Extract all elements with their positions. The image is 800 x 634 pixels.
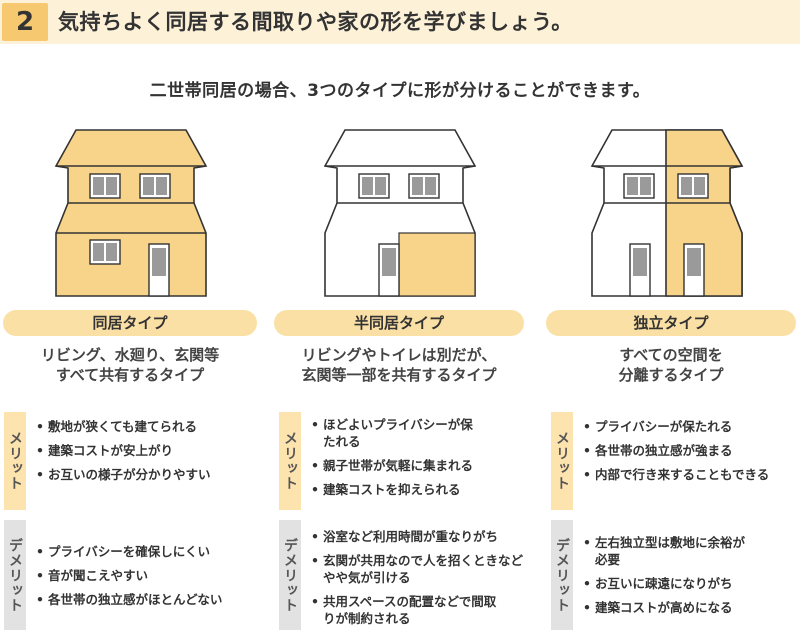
list-item: お互いの様子が分かりやすい — [34, 466, 259, 483]
list-item: 左右独立型は敷地に余裕が必要 — [581, 534, 751, 568]
list-item: 親子世帯が気軽に集まれる — [309, 457, 479, 474]
header-bar: 2 気持ちよく同居する間取りや家の形を学びましょう。 — [0, 0, 800, 44]
list-item: 各世帯の独立感がほとんどない — [34, 591, 259, 608]
demerit-list-semi-shared: 浴室など利用時間が重なりがち 玄関が共用なので人を招くときなどやや気が引ける 共… — [309, 528, 527, 634]
house-illustration-independent — [584, 128, 750, 298]
demerit-label: デメリット — [4, 520, 26, 630]
step-number-badge: 2 — [2, 3, 48, 41]
house-illustration-semi-shared — [317, 128, 483, 298]
list-item: 音が聞こえやすい — [34, 567, 259, 584]
list-item: 共用スペースの配置などで間取りが制約される — [309, 593, 498, 627]
type-description-shared: リビング、水廻り、玄関等 すべて共有するタイプ — [3, 345, 257, 385]
type-description-semi-shared: リビングやトイレは別だが、 玄関等一部を共有するタイプ — [274, 345, 524, 385]
description-line: すべての空間を — [619, 346, 723, 364]
list-item: プライバシーが保たれる — [581, 418, 796, 435]
list-item: 敷地が狭くても建てられる — [34, 418, 259, 435]
demerit-label: デメリット — [551, 520, 573, 630]
type-pill-semi-shared: 半同居タイプ — [274, 310, 524, 336]
type-description-independent: すべての空間を 分離するタイプ — [546, 345, 796, 385]
list-item: プライバシーを確保しにくい — [34, 543, 259, 560]
description-line: 分離するタイプ — [618, 366, 724, 384]
merit-label: メリット — [279, 412, 301, 510]
list-item: ほどよいプライバシーが保たれる — [309, 416, 479, 450]
list-item: 浴室など利用時間が重なりがち — [309, 528, 527, 545]
merit-list-shared: 敷地が狭くても建てられる 建築コストが安上がり お互いの様子が分かりやすい — [34, 418, 259, 490]
description-line: すべて共有するタイプ — [55, 366, 205, 384]
list-item: 建築コストを抑えられる — [309, 481, 479, 498]
page-title: 気持ちよく同居する間取りや家の形を学びましょう。 — [58, 10, 573, 34]
merit-list-independent: プライバシーが保たれる 各世帯の独立感が強まる 内部で行き来することもできる — [581, 418, 796, 490]
list-item: お互いに疎遠になりがち — [581, 575, 751, 592]
list-item: 玄関が共用なので人を招くときなどやや気が引ける — [309, 552, 523, 586]
demerit-label: デメリット — [279, 520, 301, 630]
list-item: 建築コストが安上がり — [34, 442, 259, 459]
merit-label: メリット — [551, 412, 573, 510]
list-item: 建築コストが高めになる — [581, 599, 751, 616]
description-line: リビングやトイレは別だが、 — [301, 346, 497, 364]
description-line: リビング、水廻り、玄関等 — [40, 346, 220, 364]
house-illustration-shared — [48, 128, 214, 298]
page-subtitle: 二世帯同居の場合、3つのタイプに形が分けることができます。 — [149, 81, 651, 101]
merit-list-semi-shared: ほどよいプライバシーが保たれる 親子世帯が気軽に集まれる 建築コストを抑えられる — [309, 416, 479, 505]
list-item: 内部で行き来することもできる — [581, 466, 796, 483]
merit-label: メリット — [4, 412, 26, 510]
list-item: 各世帯の独立感が強まる — [581, 442, 796, 459]
demerit-list-independent: 左右独立型は敷地に余裕が必要 お互いに疎遠になりがち 建築コストが高めになる — [581, 534, 751, 623]
type-pill-shared: 同居タイプ — [3, 310, 257, 336]
demerit-list-shared: プライバシーを確保しにくい 音が聞こえやすい 各世帯の独立感がほとんどない — [34, 543, 259, 615]
type-pill-independent: 独立タイプ — [546, 310, 796, 336]
description-line: 玄関等一部を共有するタイプ — [301, 366, 497, 384]
